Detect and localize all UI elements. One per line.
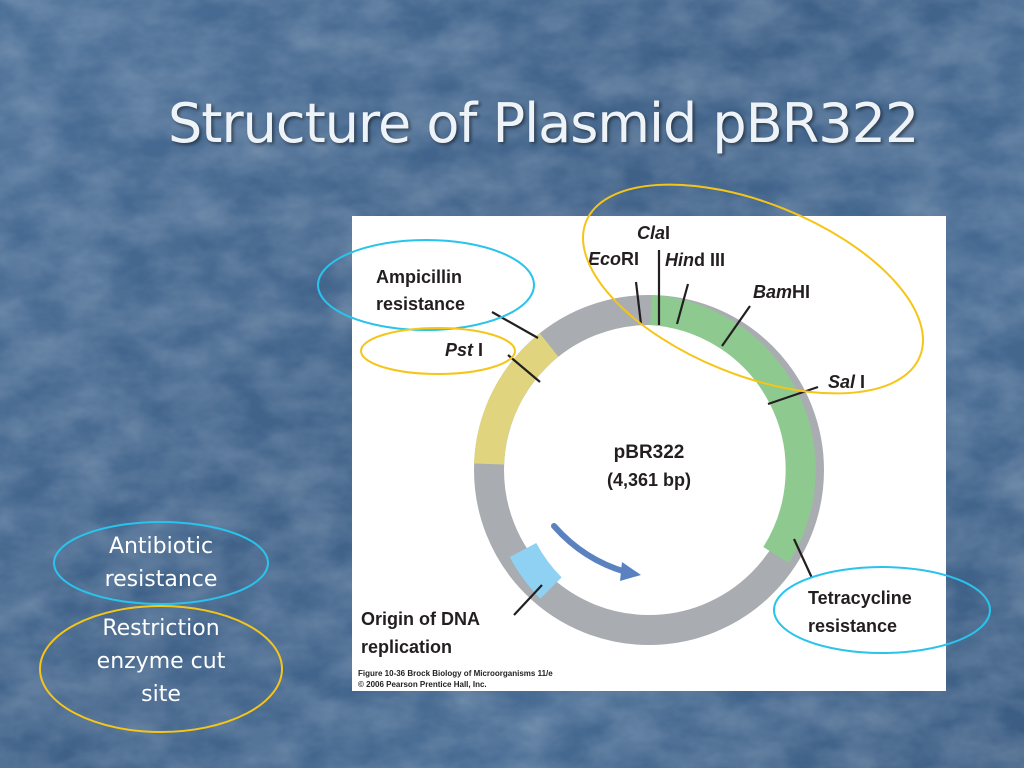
legend-antibiotic-ellipse [53,521,269,605]
tetracycline-label-line2: resistance [808,616,897,636]
legend-restriction-line3: site [141,682,181,707]
plasmid-map: pBR322 (4,361 bp) ClaI EcoRI Hind III Ba… [361,223,912,657]
replication-direction-arrow [551,523,629,575]
origin-segment [509,542,562,599]
tetracycline-pointer [793,538,813,579]
legend-restriction-ellipse [39,605,283,733]
legend-antibiotic-line1: Antibiotic [108,534,214,559]
tetracycline-highlight-ellipse [773,566,991,654]
sali-tick [767,385,819,406]
clai-label: ClaI [637,223,670,243]
replication-direction-arrowhead [620,562,641,581]
figure-caption: Figure 10-36 Brock Biology of Microorgan… [358,668,553,690]
bamhi-label: BamHI [753,282,810,302]
ampicillin-highlight-ellipse [317,239,535,331]
hindiii-tick [675,283,690,325]
caption-line1: Figure 10-36 Brock Biology of Microorgan… [358,669,553,678]
ecori-label: EcoRI [588,249,639,269]
ecori-tick [634,281,643,325]
origin-label-line2: replication [361,637,452,657]
ampicillin-gene-segment [474,333,559,465]
psti-label: Pst I [445,340,483,360]
hindiii-label: Hind III [665,250,725,270]
bamhi-tick [721,305,751,347]
legend-antibiotic-line2: resistance [104,567,218,592]
ampicillin-label-line1: Ampicillin [376,267,462,287]
legend-antibiotic-text: Antibiotic resistance [81,530,241,596]
plasmid-name: pBR322 [614,442,685,463]
origin-pointer [513,584,543,616]
ampicillin-label-line2: resistance [376,294,465,314]
tetracycline-label-line1: Tetracycline [808,588,912,608]
sali-label: Sal I [828,372,865,392]
ampicillin-pointer [491,311,539,339]
slide-title: Structure of Plasmid pBR322 [168,92,919,155]
tetracycline-gene-segment [649,295,816,563]
restriction-sites-highlight-ellipse [582,183,924,395]
plasmid-size: (4,361 bp) [607,470,691,490]
origin-label-line1: Origin of DNA [361,609,480,629]
plasmid-figure: pBR322 (4,361 bp) ClaI EcoRI Hind III Ba… [352,216,946,691]
legend-restriction-line2: enzyme cut [96,649,226,674]
legend-restriction-line1: Restriction [102,616,220,641]
psti-tick [507,354,541,383]
caption-line2: © 2006 Pearson Prentice Hall, Inc. [358,680,487,689]
pst-highlight-ellipse [360,327,516,375]
legend-restriction-text: Restriction enzyme cut site [71,612,251,711]
